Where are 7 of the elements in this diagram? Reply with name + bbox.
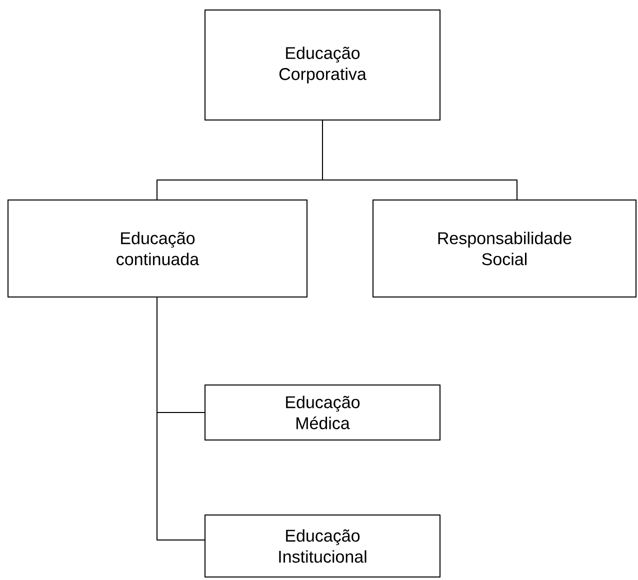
org-box: Educação continuada [8,200,308,298]
connector-line [156,296,206,540]
connector-line [322,120,518,200]
org-box: Educação Médica [204,384,440,440]
org-box: Responsabilidade Social [372,200,636,298]
org-box: Educação Corporativa [204,10,440,120]
org-box: Educação Institucional [204,514,440,578]
